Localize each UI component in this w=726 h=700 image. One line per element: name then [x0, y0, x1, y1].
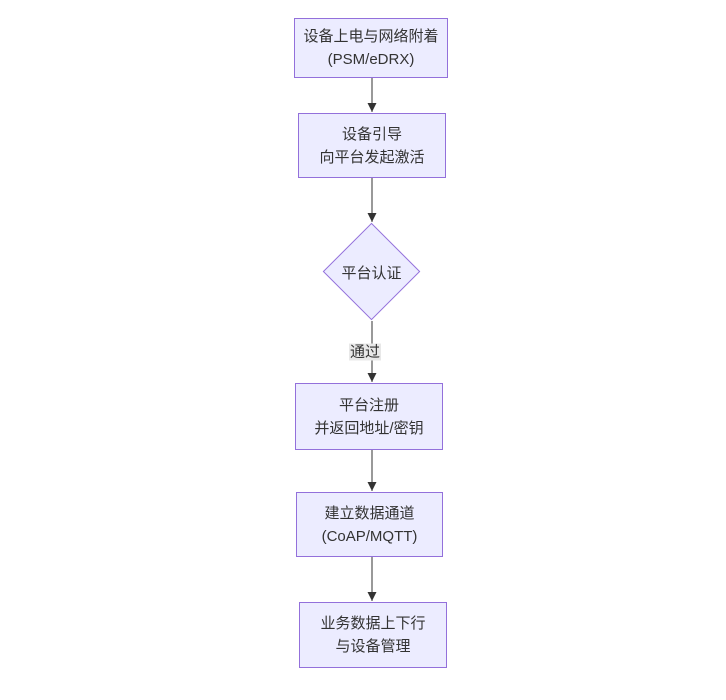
node-text-line: 设备上电与网络附着 — [303, 28, 439, 45]
flow-node-power-network-attach: 设备上电与网络附着 (PSM/eDRX) — [294, 18, 448, 78]
flow-node-platform-register: 平台注册 并返回地址/密钥 — [295, 383, 443, 450]
flow-node-data-channel: 建立数据通道 (CoAP/MQTT) — [296, 492, 443, 557]
node-text-line: 与设备管理 — [335, 638, 411, 655]
flow-node-business-data: 业务数据上下行 与设备管理 — [299, 602, 447, 668]
edge-label-pass: 通过 — [348, 343, 382, 361]
flow-node-device-bootstrap: 设备引导 向平台发起激活 — [298, 113, 446, 178]
node-text-line: 平台认证 — [341, 264, 402, 282]
node-text-line: 平台注册 — [338, 396, 399, 414]
flow-node-platform-auth: 平台认证 — [322, 222, 421, 321]
node-text-line: 建立数据通道 — [324, 504, 415, 522]
node-text-line: 业务数据上下行 — [320, 615, 426, 632]
node-text-line: (CoAP/MQTT) — [321, 527, 418, 545]
node-text-line: (PSM/eDRX) — [327, 51, 415, 68]
node-text-line: 向平台发起激活 — [319, 148, 425, 166]
node-text-line: 并返回地址/密钥 — [314, 419, 424, 437]
node-text-line: 设备引导 — [341, 125, 402, 143]
